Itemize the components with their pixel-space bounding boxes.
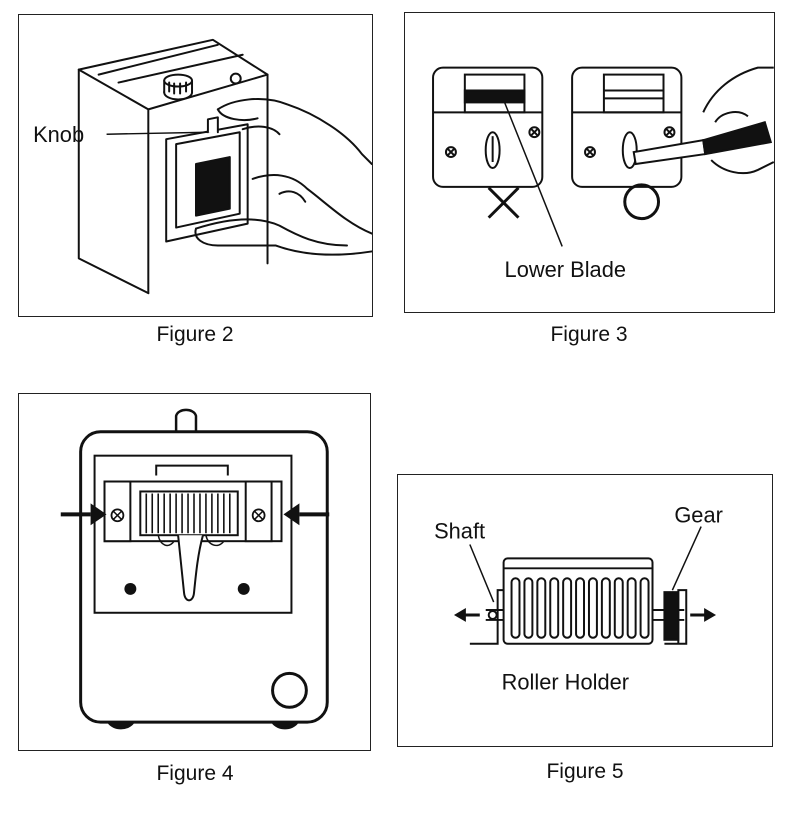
figure-3-illustration: Lower Blade xyxy=(432,66,774,282)
gear-label: Gear xyxy=(674,503,723,528)
figure-3-caption: Figure 3 xyxy=(550,323,628,346)
figure-3-panel: Lower Blade xyxy=(404,12,775,313)
knob-label: Knob xyxy=(33,122,84,147)
figure-2-caption: Figure 2 xyxy=(156,323,234,346)
roller-holder-label: Roller Holder xyxy=(502,669,629,694)
figure-5-panel: Shaft Gear Roller Holder xyxy=(397,474,773,747)
shaft-label: Shaft xyxy=(434,519,485,544)
figure-2-illustration: Knob xyxy=(33,38,372,295)
figure-5-illustration: Shaft Gear Roller Holder xyxy=(434,503,723,695)
figure-5-caption: Figure 5 xyxy=(546,760,624,783)
figure-4-panel xyxy=(18,393,371,751)
lower-blade-label: Lower Blade xyxy=(505,257,626,282)
figure-2-panel: Knob xyxy=(18,14,373,317)
figure-4-caption: Figure 4 xyxy=(156,762,234,785)
figure-4-illustration xyxy=(60,408,330,730)
